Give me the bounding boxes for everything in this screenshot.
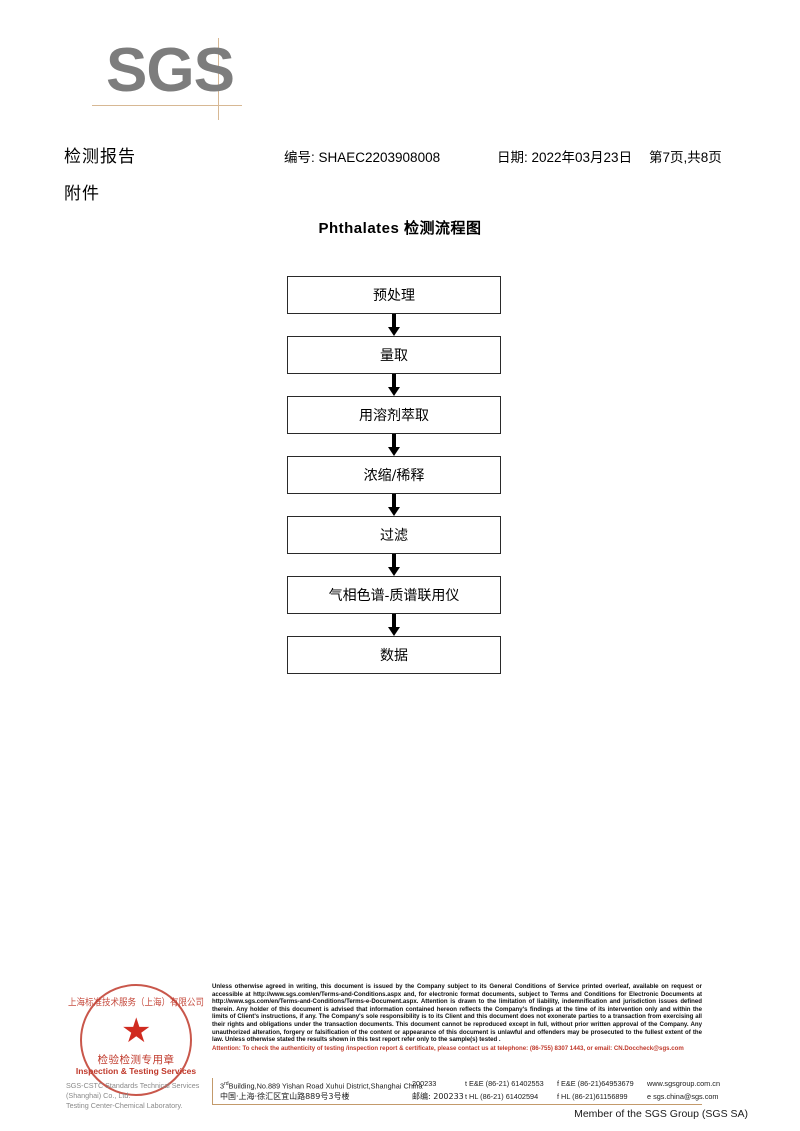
address-en-sup: rd [224,1081,229,1087]
legal-disclaimer: Unless otherwise agreed in writing, this… [212,983,702,1052]
website-url[interactable]: www.sgsgroup.com.cn [647,1079,720,1088]
flow-step-pretreatment: 预处理 [287,276,501,314]
logo-horizontal-rule [92,105,242,106]
official-stamp: 上海标准技术服务（上海）有限公司 ★ 检验检测专用章 Inspection & … [66,982,205,1110]
address-en-prefix: 3 [220,1081,225,1091]
fax-ee: f E&E (86-21)64953679 [557,1079,634,1088]
attachment-label: 附件 [64,184,100,204]
stamp-circle-border [80,984,192,1096]
flow-step-filtration: 过滤 [287,516,501,554]
flow-arrow-4 [287,494,501,516]
zip-english: 200233 [412,1079,437,1088]
telephone-hl: t HL (86-21) 61402594 [465,1092,539,1101]
flow-step-concentrate-dilute: 浓缩/稀释 [287,456,501,494]
address-horizontal-rule [212,1104,702,1105]
logo-vertical-rule [218,38,219,120]
flowchart-title: Phthalates 检测流程图 [318,220,482,237]
flow-arrow-1 [287,314,501,336]
stamp-company-name: SGS-CSTC Standards Technical Services (S… [66,1081,236,1111]
address-en-rest: Building,No.889 Yishan Road Xuhui Distri… [228,1081,423,1091]
flow-arrow-6 [287,614,501,636]
telephone-ee: t E&E (86-21) 61402553 [465,1079,544,1088]
flow-arrow-2 [287,374,501,396]
flow-step-data: 数据 [287,636,501,674]
stamp-english-text: Inspection & Testing Services [75,1066,197,1076]
member-notice: Member of the SGS Group (SGS SA) [574,1108,748,1120]
flow-step-gcms: 气相色谱-质谱联用仪 [287,576,501,614]
footer-address-block: 3rdBuilding,No.889 Yishan Road Xuhui Dis… [212,1078,720,1105]
flow-arrow-3 [287,434,501,456]
page-indicator: 第7页,共8页 [649,150,722,165]
address-english: 3rdBuilding,No.889 Yishan Road Xuhui Dis… [220,1078,423,1092]
legal-body-text: Unless otherwise agreed in writing, this… [212,983,702,1044]
sgs-logo-text: SGS [106,36,235,105]
star-icon: ★ [121,1012,152,1050]
stamp-company-line1: SGS-CSTC Standards Technical Services (S… [66,1081,200,1100]
flow-arrow-5 [287,554,501,576]
fax-hl: f HL (86-21)61156899 [557,1092,628,1101]
attention-notice: Attention: To check the authenticity of … [212,1044,684,1052]
stamp-arc-text: 上海标准技术服务（上海）有限公司 [68,996,205,1008]
address-chinese: 中国·上海·徐汇区宜山路889号3号楼 [220,1092,350,1101]
document-header: 检测报告 编号: SHAEC2203908008 日期: 2022年03月23日… [0,142,800,167]
page-title: 检测报告 [64,147,136,167]
stamp-chinese-text: 检验检测专用章 [97,1054,175,1066]
report-date: 日期: 2022年03月23日 [497,150,633,165]
zip-chinese: 邮编: 200233 [412,1092,464,1101]
address-vertical-divider [212,1078,213,1104]
flow-step-measure: 量取 [287,336,501,374]
email-address[interactable]: e sgs.china@sgs.com [647,1092,719,1101]
sgs-logo: SGS [92,36,292,122]
report-number: 编号: SHAEC2203908008 [284,150,441,165]
flowchart: 预处理 量取 用溶剂萃取 浓缩/稀释 过滤 气相色谱-质谱联用仪 数据 [287,276,503,674]
stamp-company-line2: Testing Center-Chemical Laboratory. [66,1101,183,1110]
flow-step-solvent-extraction: 用溶剂萃取 [287,396,501,434]
